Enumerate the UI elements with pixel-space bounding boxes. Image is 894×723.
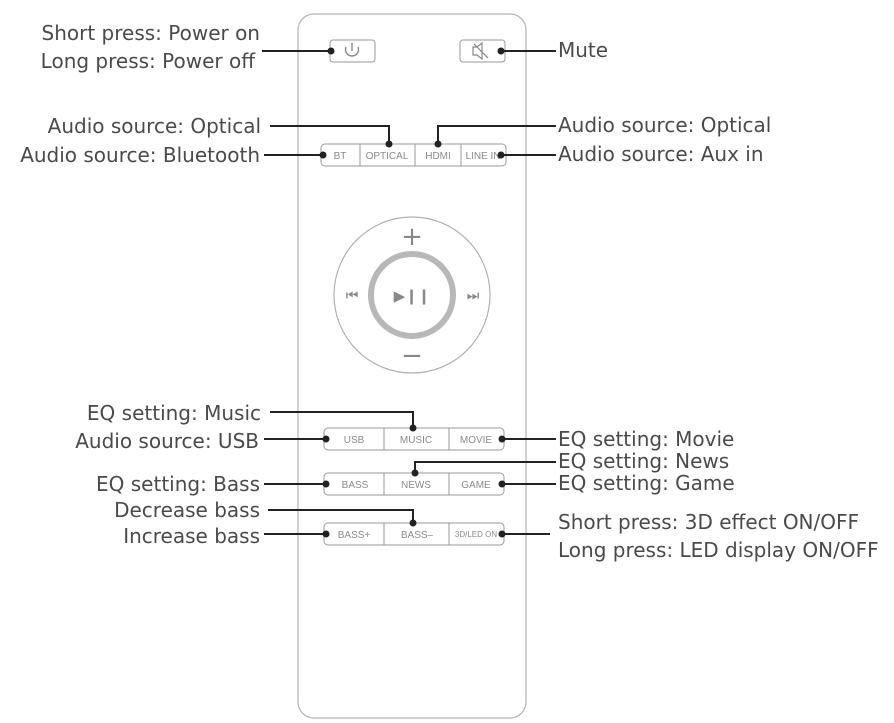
music-button[interactable]: MUSIC (400, 435, 432, 446)
button-row-1: USB MUSIC MOVIE (323, 427, 505, 451)
label-increase-bass: Increase bass (123, 524, 260, 548)
nav-wheel: + − ▶❙❙ ⏮ ⏭ (333, 216, 491, 374)
usb-button[interactable]: USB (344, 435, 365, 446)
next-track-icon[interactable]: ⏭ (467, 288, 480, 304)
label-usb: Audio source: USB (75, 429, 259, 453)
label-bluetooth: Audio source: Bluetooth (20, 143, 260, 167)
optical-button[interactable]: OPTICAL (366, 151, 409, 162)
label-optical-right: Audio source: Optical (558, 113, 771, 137)
line-in-button[interactable]: LINE IN (465, 151, 500, 162)
volume-down-icon[interactable]: − (401, 341, 423, 371)
bass-plus-button[interactable]: BASS+ (338, 530, 371, 541)
movie-button[interactable]: MOVIE (460, 435, 493, 446)
news-button[interactable]: NEWS (401, 480, 431, 491)
previous-track-icon[interactable]: ⏮ (346, 288, 359, 304)
label-eq-bass: EQ setting: Bass (96, 472, 260, 496)
play-pause-ring[interactable] (368, 251, 456, 339)
3d-led-button[interactable]: 3D/LED ON (455, 530, 497, 539)
leader-lines (262, 47, 556, 538)
hdmi-button[interactable]: HDMI (425, 151, 451, 162)
label-eq-movie: EQ setting: Movie (558, 427, 734, 451)
label-decrease-bass: Decrease bass (114, 498, 260, 522)
label-mute: Mute (558, 38, 608, 62)
volume-up-icon[interactable]: + (401, 222, 423, 252)
label-3d-short: Short press: 3D effect ON/OFF (558, 510, 859, 534)
source-row: BT OPTICAL HDMI LINE IN (320, 143, 507, 167)
label-power-short: Short press: Power on (42, 21, 261, 45)
label-led-long: Long press: LED display ON/OFF (558, 538, 879, 562)
label-power-long: Long press: Power off (41, 49, 257, 73)
mute-icon (472, 41, 489, 61)
label-eq-game: EQ setting: Game (558, 471, 735, 495)
power-button[interactable] (329, 39, 376, 63)
callout-labels: Short press: Power on Long press: Power … (20, 21, 878, 562)
label-aux: Audio source: Aux in (558, 142, 764, 166)
bt-button[interactable]: BT (334, 151, 347, 162)
label-eq-music: EQ setting: Music (87, 401, 261, 425)
power-icon (344, 43, 360, 57)
game-button[interactable]: GAME (461, 480, 491, 491)
play-pause-icon[interactable]: ▶❙❙ (394, 287, 431, 305)
bass-button[interactable]: BASS (342, 480, 369, 491)
bass-minus-button[interactable]: BASS– (401, 530, 434, 541)
label-eq-news: EQ setting: News (558, 449, 729, 473)
label-optical-left: Audio source: Optical (48, 114, 261, 138)
